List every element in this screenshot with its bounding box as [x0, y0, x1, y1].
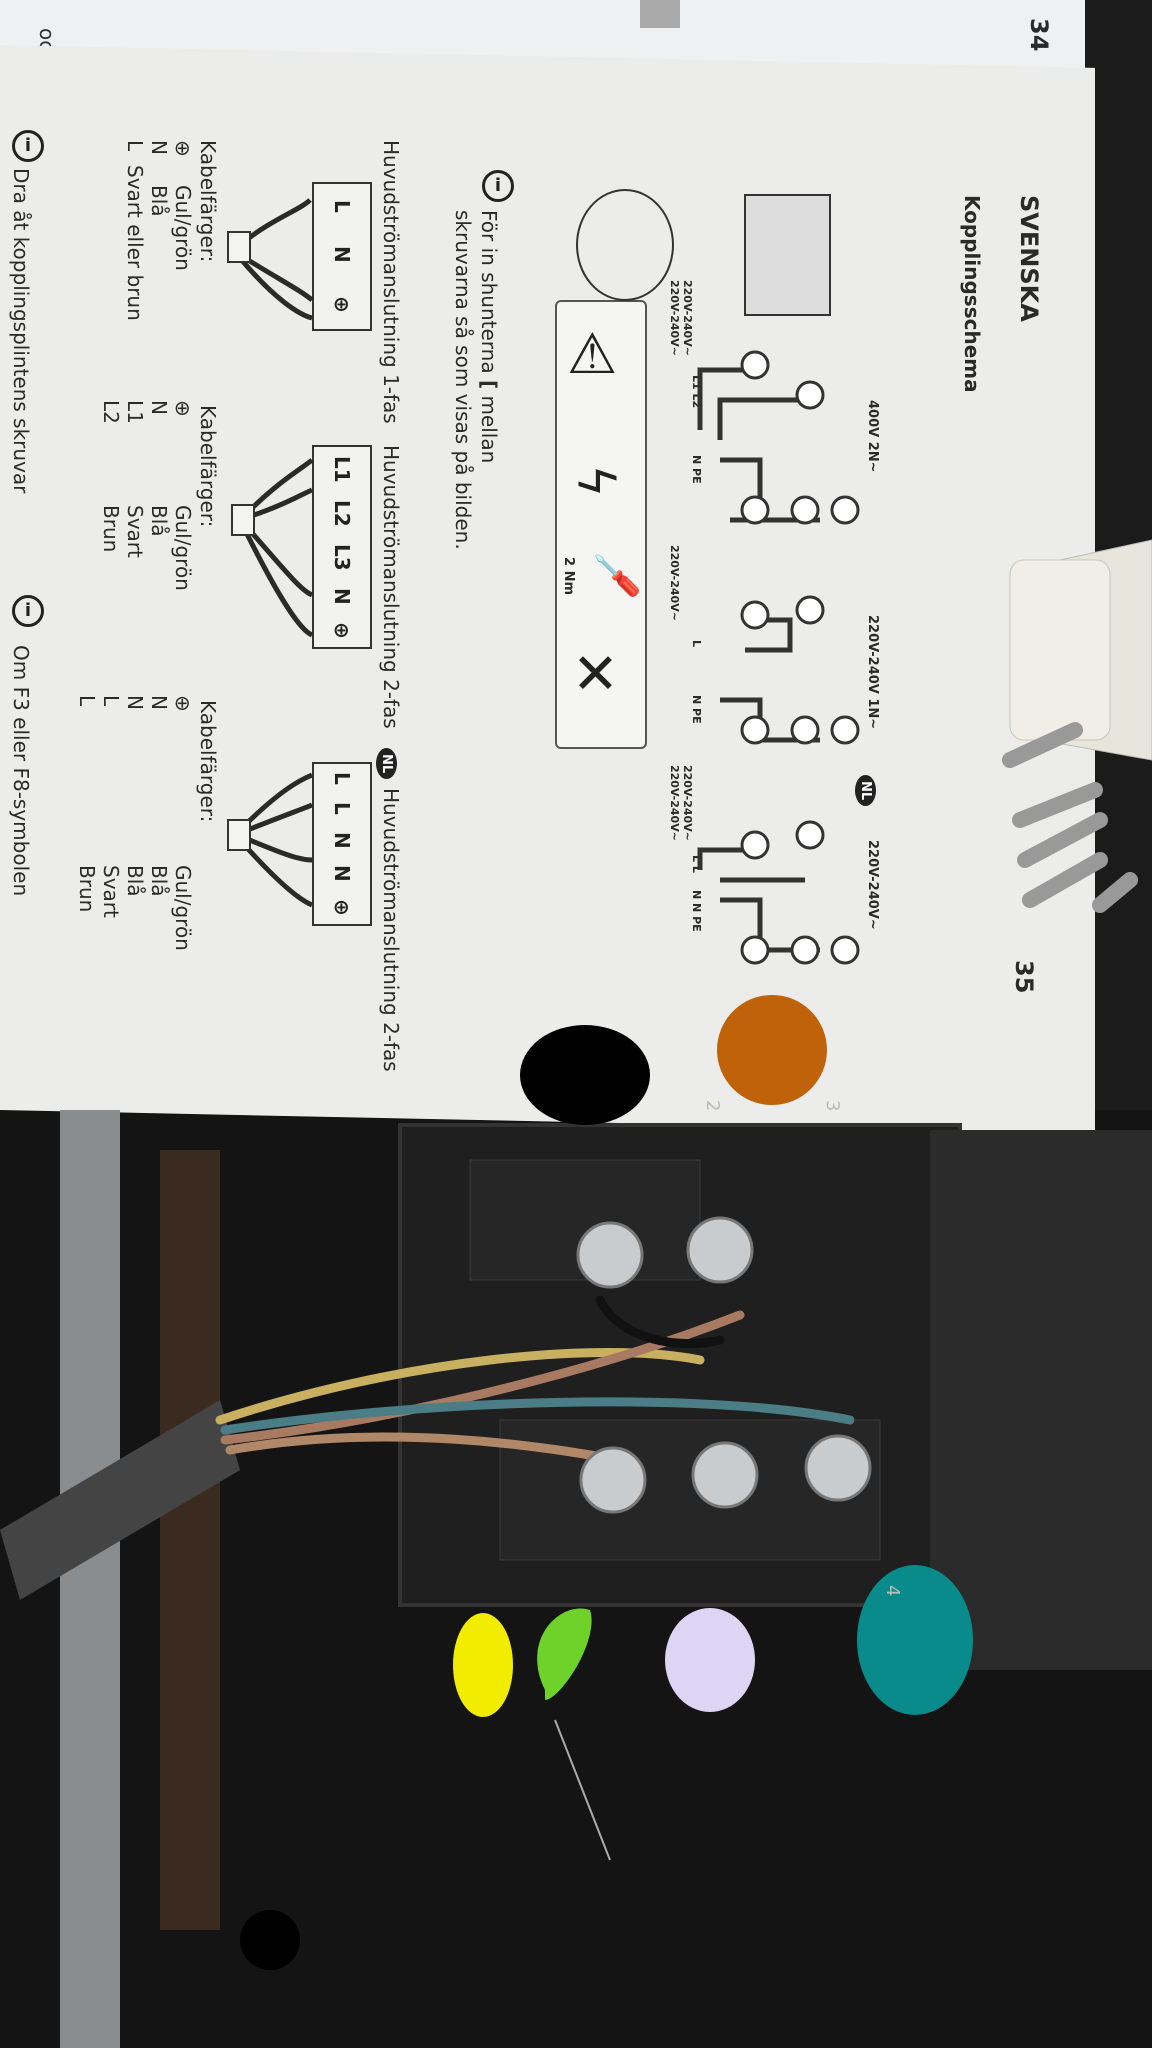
color-name: Blå — [123, 865, 147, 897]
color-name: Gul/grön — [171, 865, 195, 951]
color-name: Svart — [99, 865, 123, 918]
terminal-code: ⊕ — [171, 400, 195, 417]
screwdriver-icon: 🪛 — [592, 553, 642, 599]
footer-note-right: Om F3 eller F8-symbolen — [9, 645, 33, 897]
color-name: Brun — [99, 505, 123, 553]
grey-tab — [640, 0, 680, 28]
terminal-label: L — [330, 802, 354, 815]
wire-strand — [554, 1719, 611, 1861]
terminal-diagram-1fas: L N ⊕ — [312, 182, 372, 331]
terminal-diagram-2fas-nl: L L N N ⊕ — [312, 762, 372, 926]
connection-title-2fas-nl: Huvudströmanslutning 2-fas — [379, 788, 403, 1072]
warning-box: ⚠ ϟ 2 Nm 🪛 ✕ — [555, 300, 647, 749]
terminal-number: 4 — [882, 1585, 903, 1597]
terminal-label: L — [330, 772, 354, 786]
terminal-label: L3 — [330, 543, 354, 571]
connection-title-2fas: Huvudströmanslutning 2-fas — [379, 445, 403, 729]
terminal-number: 2 — [702, 1100, 723, 1112]
info-note: För in shunterna [ mellan — [477, 210, 501, 464]
terminal-label: L1 — [330, 455, 354, 483]
color-name: Blå — [147, 185, 171, 217]
terminal-label: ⊕ — [330, 295, 354, 313]
color-name: Svart eller brun — [123, 165, 147, 321]
terminal-diagram-2fas: L1 L2 L3 N ⊕ — [312, 445, 372, 649]
terminal-label: N — [330, 865, 354, 882]
terminal-code: L2 — [99, 400, 123, 424]
nl-badge: NL — [855, 775, 876, 807]
terminal-code: N — [123, 695, 147, 710]
color-name: Gul/grön — [171, 185, 195, 271]
cable-colors-heading: Kabelfärger: — [196, 140, 220, 263]
color-name: Brun — [75, 865, 99, 913]
terminal-label: ⊕ — [330, 898, 354, 916]
terminal-number: 3 — [822, 1100, 843, 1112]
terminal-code: L — [99, 695, 123, 707]
terminal-label: L2 — [330, 499, 354, 527]
pin-label: N PE — [690, 695, 703, 724]
diagram-label-nl: 220V-240V~ — [865, 840, 880, 930]
info-note-text: mellan — [477, 395, 501, 464]
terminal-block — [398, 1123, 1152, 1670]
wires — [215, 1295, 855, 1465]
info-icon: i — [12, 130, 44, 162]
pin-label: L — [690, 640, 703, 648]
info-note-line2: skruvarna så som visas på bilden. — [451, 210, 475, 550]
warning-icon: ⚠ — [567, 322, 618, 387]
torque-label: 2 Nm — [561, 557, 576, 595]
info-icon: i — [12, 595, 44, 627]
supply-label-2: 220V-240V~ — [668, 545, 681, 621]
cable-colors-heading: Kabelfärger: — [196, 700, 220, 823]
supply-label-3: 220V-240V~ 220V-240V~ — [668, 765, 694, 841]
shunt-icon: [ — [477, 379, 501, 390]
terminal-code: N — [147, 695, 171, 710]
metal-rail — [60, 1110, 120, 2048]
terminal-code: N — [147, 140, 171, 155]
language-heading: SVENSKA — [1015, 195, 1043, 322]
terminal-label: ⊕ — [330, 621, 354, 639]
supply-label-1: 220V-240V~ 220V-240V~ — [668, 280, 694, 356]
page-number-left: 34 — [1025, 18, 1053, 52]
color-name: Blå — [147, 865, 171, 897]
section-title: Kopplingsschema — [960, 195, 984, 393]
terminal-label: L — [330, 200, 354, 214]
terminal-code: L — [123, 140, 147, 152]
footer-note-left: Dra åt kopplingsplintens skruvar — [9, 168, 33, 494]
info-icon: i — [482, 170, 514, 202]
terminal-code: L — [75, 695, 99, 707]
no-power-drill-icon: ✕ — [572, 642, 619, 707]
nl-badge: NL — [376, 748, 397, 780]
terminal-label: N — [330, 831, 354, 849]
color-name: Svart — [123, 505, 147, 558]
connection-title-1fas: Huvudströmanslutning 1-fas — [379, 140, 403, 424]
terminal-code: N — [147, 400, 171, 415]
terminal-label: N — [330, 587, 354, 605]
color-name: Blå — [147, 505, 171, 537]
terminal-code: L1 — [123, 400, 147, 424]
page-number-right: 35 — [1010, 960, 1038, 994]
diagram-label-1n: 220V-240V 1N~ — [865, 615, 880, 730]
pin-label: N PE — [690, 455, 703, 484]
mounting-hole — [240, 1910, 300, 1970]
terminal-code: ⊕ — [171, 140, 195, 157]
pin-label: N N PE — [690, 890, 703, 932]
info-note-text: För in shunterna — [477, 210, 501, 374]
cutout-edge — [160, 1150, 220, 1930]
color-name: Gul/grön — [171, 505, 195, 591]
terminal-code: ⊕ — [171, 695, 195, 712]
diagram-label-400v: 400V 2N~ — [865, 400, 880, 473]
cable-colors-heading: Kabelfärger: — [196, 405, 220, 528]
cable-drawings — [227, 189, 860, 965]
terminal-screws — [576, 1216, 872, 1514]
mains-cable — [0, 1400, 240, 1600]
terminal-label: N — [330, 246, 354, 263]
